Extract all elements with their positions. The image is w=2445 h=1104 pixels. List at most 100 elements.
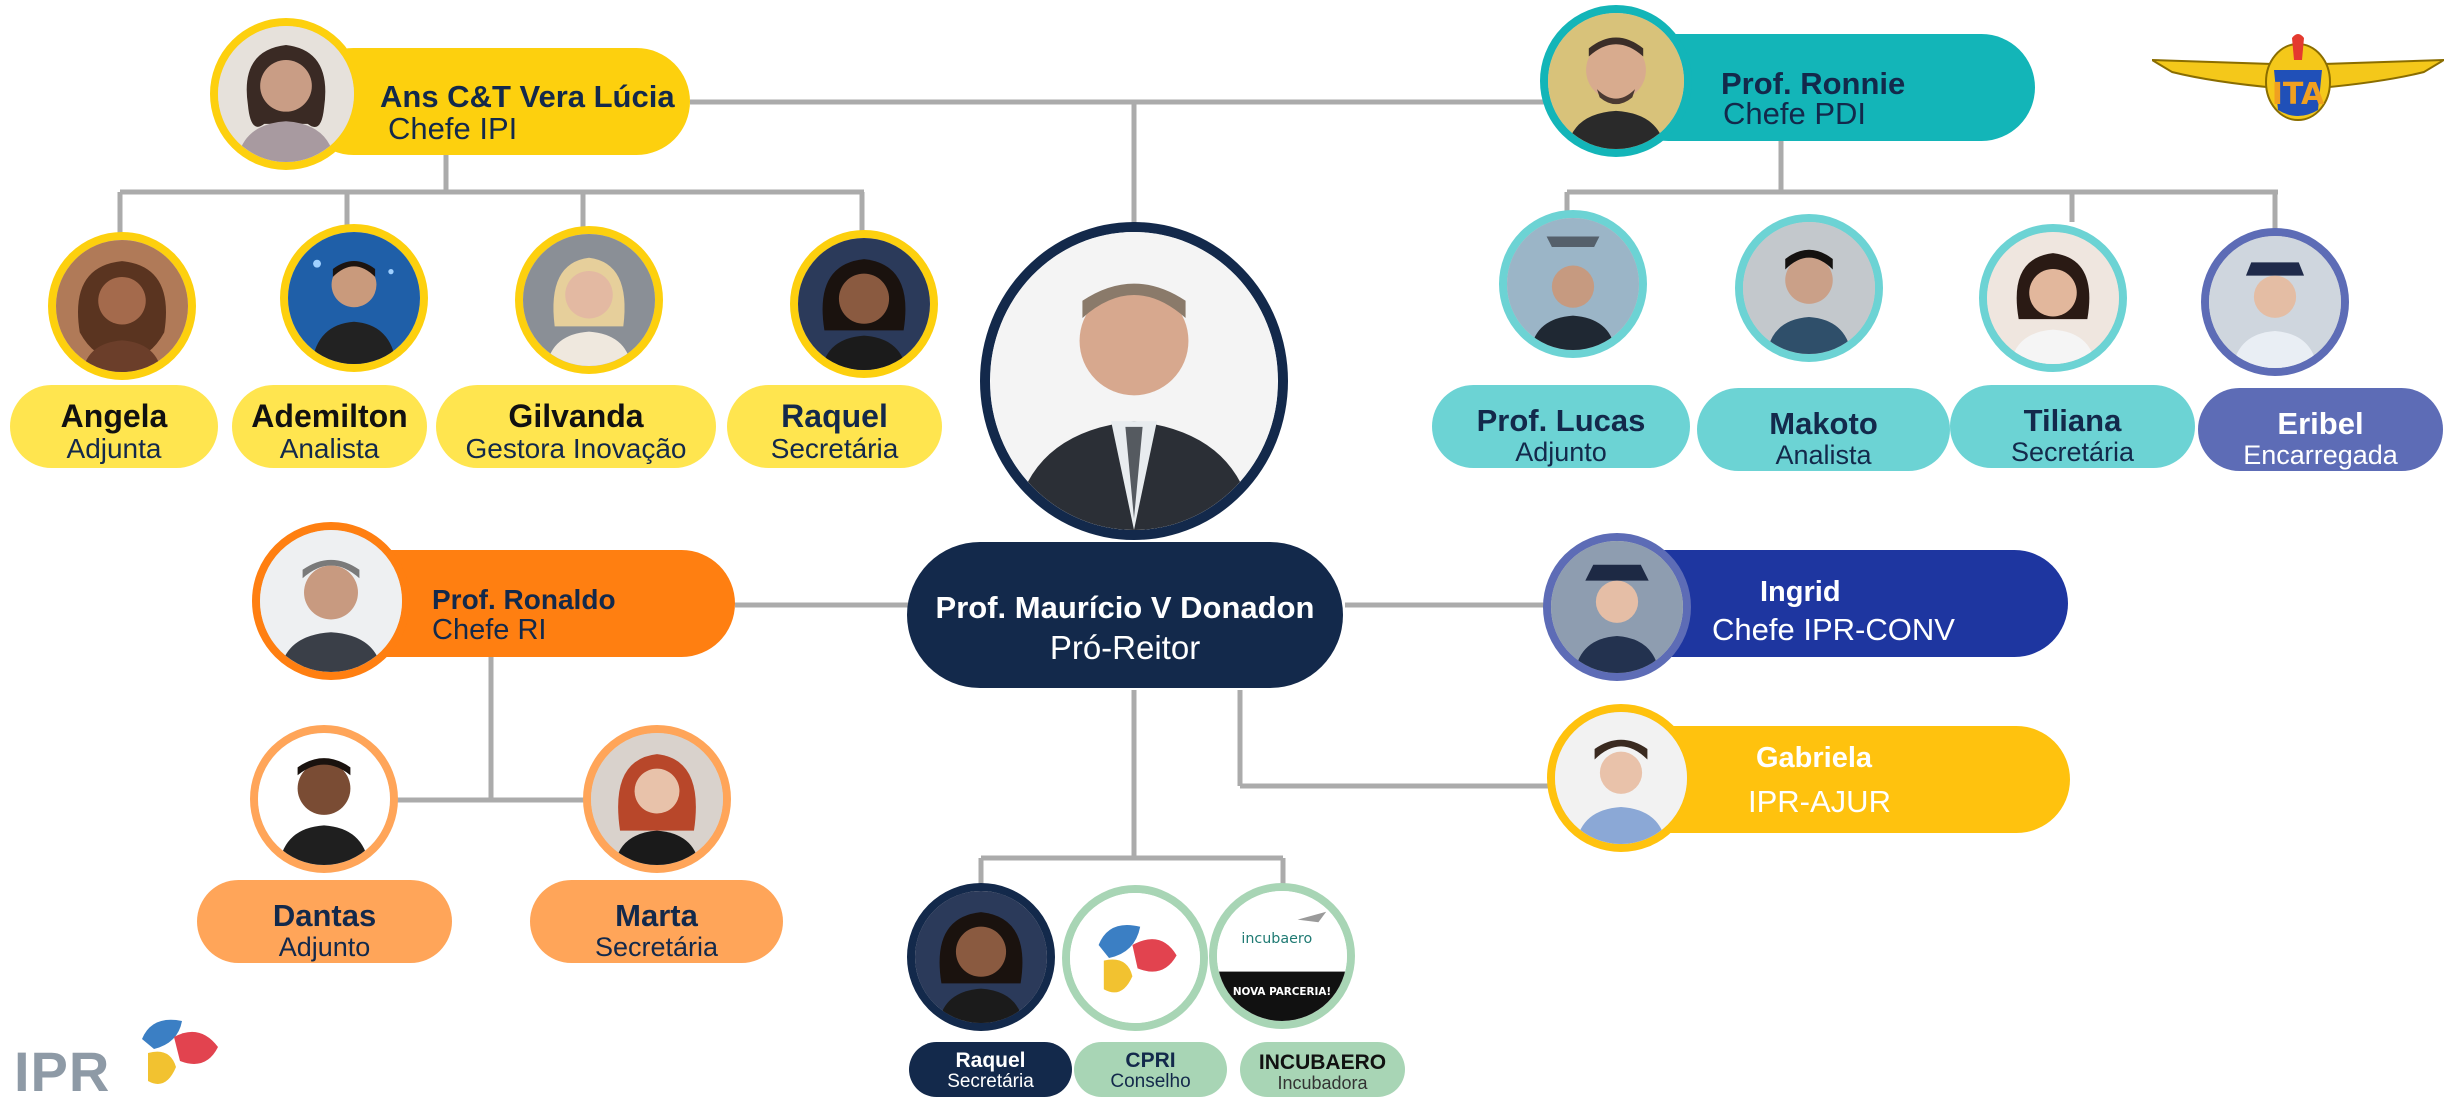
director-role: Pró-Reitor [1049, 628, 1201, 666]
member-name: Angela [60, 398, 168, 434]
person-photo-icon [1555, 712, 1687, 844]
person-photo-icon [990, 232, 1278, 530]
pdi-member-photo-makoto [1735, 214, 1883, 362]
person-photo-icon [56, 240, 188, 372]
ita-logo-text: ITA [2272, 77, 2325, 112]
incubaero-logo: incubaero NOVA PARCERIA! [1209, 883, 1355, 1029]
member-role: Secretária [2010, 436, 2135, 467]
ipi-member-photo-gilvanda [515, 226, 663, 374]
member-name: Tiliana [2023, 403, 2122, 438]
member-role: Analista [279, 432, 380, 464]
bottom-cpri: CPRI Conselho [1074, 1042, 1227, 1097]
person-photo-icon [1987, 232, 2119, 364]
person-photo-icon [218, 26, 354, 162]
member-role: Incubadora [1277, 1073, 1368, 1094]
ipi-head-bar: Ans C&T Vera Lúcia Chefe IPI [300, 48, 690, 155]
ri-member-photo-dantas [250, 725, 398, 873]
ri-member-marta: Marta Secretária [530, 880, 783, 963]
ipi-member-photo-raquel [790, 230, 938, 378]
ipi-head-role: Chefe IPI [388, 111, 518, 146]
bottom-raquel: Raquel Secretária [909, 1042, 1072, 1097]
member-role: Adjunto [1515, 436, 1607, 467]
ipi-member-angela: Angela Adjunta [10, 385, 218, 468]
member-name: INCUBAERO [1258, 1051, 1387, 1074]
member-name: CPRI [1125, 1049, 1176, 1072]
ipi-member-raquel: Raquel Secretária [727, 385, 942, 468]
ajur-role: IPR-AJUR [1748, 784, 1891, 819]
ipi-head-name: Ans C&T Vera Lúcia [380, 79, 675, 114]
ipi-head-photo [210, 18, 362, 170]
pdi-member-tiliana: Tiliana Secretária [1950, 385, 2195, 468]
person-photo-icon [1507, 218, 1639, 350]
pdi-member-photo-eribel [2201, 228, 2349, 376]
ita-logo: ITA [2148, 30, 2445, 130]
pdi-head-name: Prof. Ronnie [1721, 66, 1906, 101]
pdi-member-photo-tiliana [1979, 224, 2127, 372]
person-photo-icon [288, 232, 420, 364]
ipi-member-photo-angela [48, 232, 196, 380]
ri-head-name: Prof. Ronaldo [432, 584, 616, 615]
ita-wings-icon: ITA [2148, 34, 2445, 121]
member-role: Analista [1775, 439, 1872, 470]
person-photo-icon [2209, 236, 2341, 368]
member-name: Eribel [2277, 406, 2364, 441]
bottom-incubaero: INCUBAERO Incubadora [1240, 1042, 1405, 1097]
pdi-member-photo-lucas [1499, 210, 1647, 358]
ajur-name: Gabriela [1756, 742, 1873, 774]
ipr-petals-icon [142, 1019, 218, 1084]
cpri-petals-icon [1070, 893, 1200, 1023]
ipi-member-gilvanda: Gilvanda Gestora Inovação [436, 385, 716, 468]
incubaero-brand-text: incubaero [1241, 931, 1312, 947]
person-photo-icon [1551, 541, 1683, 673]
member-role: Secretária [770, 432, 899, 464]
member-name: Ademilton [251, 398, 408, 434]
member-name: Makoto [1769, 406, 1878, 441]
incubaero-plane-icon: incubaero NOVA PARCERIA! [1217, 891, 1347, 1021]
member-name: Raquel [781, 398, 888, 434]
member-role: Conselho [1110, 1071, 1191, 1093]
member-role: Secretária [947, 1071, 1034, 1093]
member-name: Marta [615, 898, 698, 933]
ajur-photo [1547, 704, 1695, 852]
director-photo [980, 222, 1288, 540]
member-role: Secretária [594, 931, 719, 962]
person-photo-icon [915, 891, 1047, 1023]
conv-role: Chefe IPR-CONV [1712, 612, 1955, 647]
ipr-logo: IPR [14, 1005, 254, 1103]
ri-head-photo [252, 522, 410, 680]
pdi-head-role: Chefe PDI [1723, 96, 1867, 131]
bottom-photo-raquel [907, 883, 1055, 1031]
member-role: Adjunto [278, 931, 371, 962]
director-bar: Prof. Maurício V Donadon Pró-Reitor [907, 542, 1343, 688]
person-photo-icon [1743, 222, 1875, 354]
ri-head-role: Chefe RI [432, 614, 547, 646]
member-role: Encarregada [2243, 439, 2398, 470]
person-photo-icon [1548, 13, 1684, 149]
conv-photo [1543, 533, 1691, 681]
pdi-head-photo [1540, 5, 1692, 157]
ri-member-dantas: Dantas Adjunto [197, 880, 452, 963]
member-name: Dantas [272, 898, 377, 933]
person-photo-icon [258, 733, 390, 865]
person-photo-icon [798, 238, 930, 370]
person-photo-icon [523, 234, 655, 366]
member-role: Gestora Inovação [465, 432, 687, 464]
ipr-logo-text: IPR [14, 1040, 111, 1103]
cpri-logo [1062, 885, 1208, 1031]
pdi-member-eribel: Eribel Encarregada [2198, 388, 2443, 471]
ri-member-photo-marta [583, 725, 731, 873]
director-name: Prof. Maurício V Donadon [935, 590, 1315, 625]
member-name: Gilvanda [508, 398, 644, 434]
member-name: Prof. Lucas [1476, 403, 1646, 438]
person-photo-icon [260, 530, 402, 672]
member-name: Raquel [955, 1049, 1026, 1072]
ajur-bar: Gabriela IPR-AJUR [1618, 726, 2070, 833]
pdi-member-lucas: Prof. Lucas Adjunto [1432, 385, 1690, 468]
member-role: Adjunta [66, 432, 162, 464]
conv-name: Ingrid [1760, 576, 1841, 608]
ipi-member-photo-ademilton [280, 224, 428, 372]
pdi-member-makoto: Makoto Analista [1697, 388, 1950, 471]
person-photo-icon [591, 733, 723, 865]
incubaero-banner-text: NOVA PARCERIA! [1233, 986, 1331, 998]
